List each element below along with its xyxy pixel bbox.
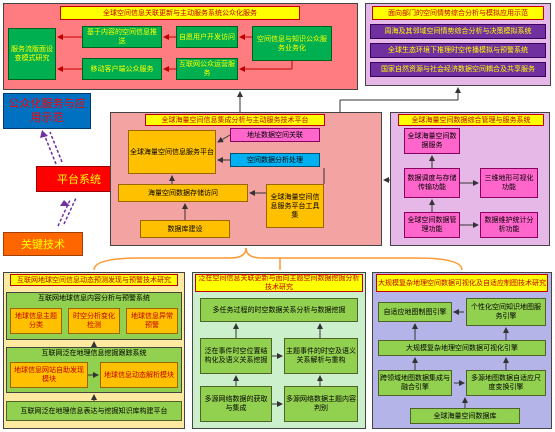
bracket-left bbox=[93, 247, 247, 271]
bl-sec1-title: 互联网地球信息内容分析与预警系统 bbox=[38, 294, 150, 302]
right-mid-right-1: 三维地形可视化功能 bbox=[480, 168, 538, 198]
label-key-tech: 关键技术 bbox=[3, 232, 83, 256]
bl-sec2-title: 互联网泛在地理信息挖掘跟踪系统 bbox=[41, 349, 147, 357]
label-public-service: 公众化服务与应用示范 bbox=[3, 93, 91, 129]
bl-sec1-box-1: 地球信息主题分类 bbox=[10, 308, 62, 334]
bl-sec1-box-2: 时空分析变化检测 bbox=[68, 308, 120, 334]
center-process: 空间数据分析处理 bbox=[230, 153, 320, 167]
right-mid-left-2: 数据调度与存储传输功能 bbox=[404, 168, 460, 198]
right-mid-left-3: 全球空间数据管理功能 bbox=[404, 212, 460, 238]
bottom-right-title: 大规模复杂地理空间数据可视化及自适应制图技术研究 bbox=[376, 274, 548, 292]
tl-box-f: 互联网公众运营服务 bbox=[176, 58, 238, 80]
br-r1-left: 自适应地图制图引擎 bbox=[378, 302, 452, 322]
right-mid-left-1: 全球海量空间数据服务 bbox=[404, 128, 460, 154]
bl-sec2-box-1: 地球信息网站自助发现模块 bbox=[10, 362, 88, 388]
br-r3-right: 多源地图数据自适应尺度变换引擎 bbox=[466, 370, 546, 396]
tl-box-c: 自愿用户开发访问 bbox=[176, 26, 238, 48]
bottom-left-title: 互联网地球空间信息动态预测发现与预警技术研究 bbox=[10, 274, 178, 286]
bm-mid-left: 泛在事件时空位置结构化及语义关系挖掘 bbox=[200, 338, 272, 374]
bracket-right bbox=[245, 247, 463, 271]
bm-mid-right: 主题事件的时空及语义关系解析与重构 bbox=[284, 338, 358, 374]
tl-box-a: 服务流版面设查模式研究 bbox=[8, 28, 56, 80]
bl-sec1-box-3: 地球信息异常预警 bbox=[126, 308, 178, 334]
top-right-item-1: 周海及其邻域空间情势综合分析与决策模拟系统 bbox=[370, 24, 546, 39]
dashed-platform-to-public bbox=[43, 131, 63, 165]
bl-sec3: 互联网泛在地理信息表达与挖掘知识库构建平台 bbox=[6, 401, 182, 421]
bottom-mid-title: 泛在空间信息关联更新与面向主题空间数据挖掘分析技术研究 bbox=[195, 274, 363, 292]
top-right-title: 面向部门的空间情势综合分析与模拟应用示范 bbox=[372, 6, 544, 20]
center-main-service: 全球海量空间信息服务平台 bbox=[128, 130, 216, 174]
bm-bot-left: 多源网络数据的获取与集成 bbox=[200, 386, 272, 422]
br-r1-right: 个性化空间知识地图服务引擎 bbox=[466, 298, 546, 326]
tl-box-b: 基于内容的空间信息推送 bbox=[82, 26, 162, 48]
top-left-title: 全球空间信息关联更新与主动服务系统公众化服务 bbox=[60, 6, 300, 20]
right-mid-right-2: 数据维护统计分析功能 bbox=[480, 212, 538, 238]
bl-sec2-box-2: 地球信息动态解析模块 bbox=[100, 362, 178, 388]
tl-box-d: 空间信息与知识公众服务业务化 bbox=[252, 26, 332, 61]
center-title: 全球海量空间信息集成分析与主动服务技术平台 bbox=[145, 114, 325, 126]
center-database: 数据库建设 bbox=[140, 220, 230, 238]
top-right-item-2: 全球生态环境下推理时空传播模拟与预警系统 bbox=[370, 43, 546, 58]
center-assoc: 地址数据空间关联 bbox=[230, 128, 320, 142]
br-r2: 大规模复杂地理空间数据可视化引擎 bbox=[378, 340, 546, 356]
dashed-tech-to-platform bbox=[57, 197, 77, 227]
center-toolset: 全球海量空间信息服务平台工具集 bbox=[266, 184, 324, 228]
tl-box-e: 移动客户端公众服务 bbox=[82, 58, 162, 80]
bm-top: 多任务过程的时空数据关系分析与数据挖掘 bbox=[200, 298, 358, 322]
label-platform-system: 平台系统 bbox=[36, 166, 122, 192]
br-r3-left: 跨领域地图数据集成与融合引擎 bbox=[378, 370, 452, 396]
right-mid-title: 全球海量空间数据综合管理与服务系统 bbox=[398, 114, 544, 126]
br-r4: 全球海量空间数据库 bbox=[410, 408, 520, 424]
top-right-item-3: 国家自然资源与社会经济数据空间耦合及共享服务 bbox=[370, 62, 546, 77]
bm-bot-right: 多源网络数据主题内容判别 bbox=[284, 386, 358, 422]
center-access: 海量空间数据存储访问 bbox=[118, 184, 248, 202]
